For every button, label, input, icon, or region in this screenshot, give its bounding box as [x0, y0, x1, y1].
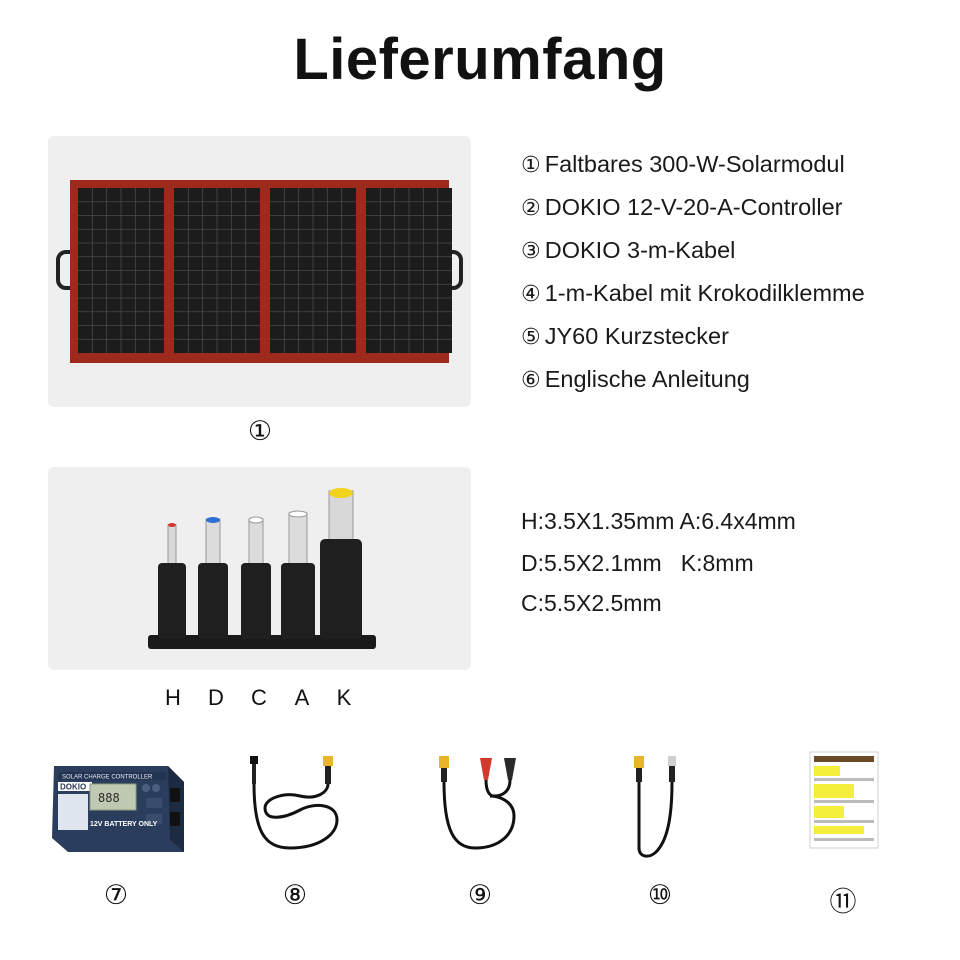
- extension-cable-icon: [250, 756, 339, 850]
- dc-plug-adapters-icon: [148, 488, 376, 649]
- item-number: ⑧: [282, 880, 308, 911]
- solar-panel-image: [48, 136, 471, 407]
- plug-letter: A: [294, 685, 310, 710]
- spec-line: C:5.5X2.5mm: [521, 590, 662, 616]
- short-connector-cable-icon: [634, 756, 676, 858]
- manual-icon: [809, 751, 879, 849]
- plug-letter: D: [208, 685, 224, 710]
- controller-battery-note: 12V BATTERY ONLY: [90, 821, 158, 828]
- page-title: Lieferumfang: [293, 27, 667, 92]
- plug-adapters-image: [48, 467, 471, 670]
- charge-controller-icon: SOLAR CHARGE CONTROLLER DOKIO 888 12V BA…: [52, 766, 184, 852]
- controller-brand: DOKIO: [60, 783, 86, 792]
- panel-marker: ①: [247, 416, 273, 447]
- plug-letters: H D C A K: [0, 685, 960, 715]
- plug-letter: H: [165, 685, 181, 710]
- controller-lcd: 888: [98, 791, 120, 805]
- solar-panel-icon: [56, 180, 463, 363]
- controller-heading: SOLAR CHARGE CONTROLLER: [62, 775, 153, 781]
- alligator-clip-cable-icon: [439, 756, 516, 850]
- plug-letter: K: [336, 685, 352, 710]
- spec-line: D:5.5X2.1mm K:8mm: [521, 550, 754, 576]
- item-number: ⑦: [103, 880, 129, 911]
- spec-line: H:3.5X1.35mm A:6.4x4mm: [521, 508, 796, 534]
- item-number: ⑨: [467, 880, 493, 911]
- item-number: ⑩: [647, 880, 673, 911]
- item-number: ⑪: [829, 887, 857, 918]
- plug-letter: C: [251, 685, 267, 710]
